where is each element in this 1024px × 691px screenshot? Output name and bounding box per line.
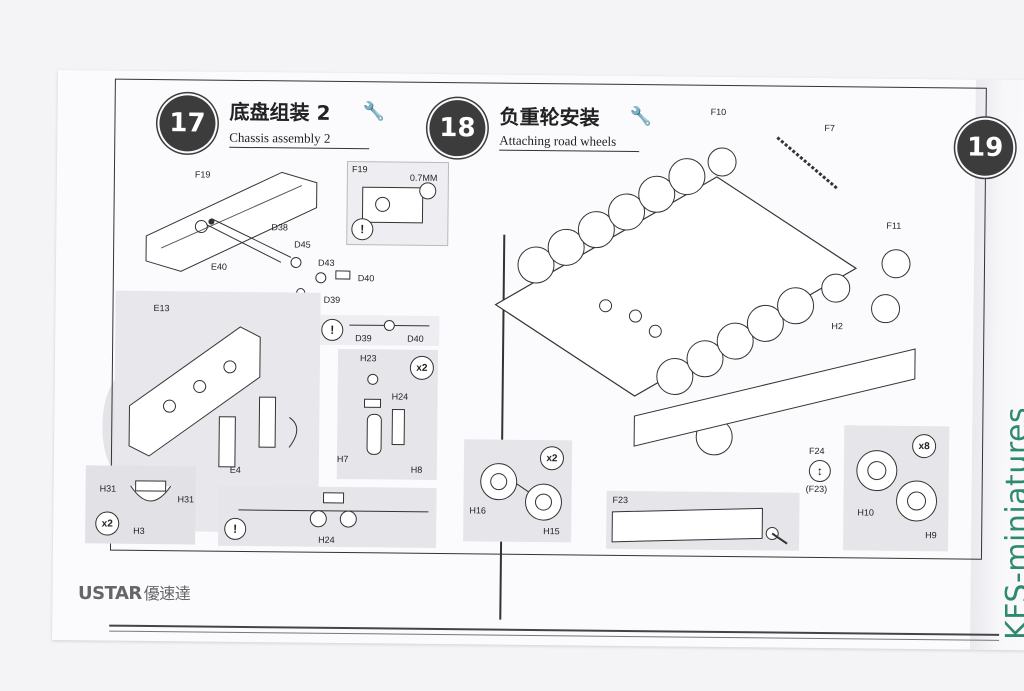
part-label-d38: D38 [271, 222, 288, 233]
part-label-h15: H15 [543, 526, 560, 537]
part-label-d45: D45 [294, 239, 311, 250]
chassis-plate-drawing [145, 171, 318, 272]
f23-panel: F23 [606, 490, 800, 551]
brand-logo-zh: 優速達 [143, 584, 191, 603]
d39-d40-drawing [349, 319, 430, 331]
part-label-f24: F24 [809, 445, 825, 457]
h24-drawing [238, 492, 429, 528]
h16-h15-drawing [480, 463, 563, 521]
h7-h8-drawing [363, 373, 405, 455]
d39-d40-detail-panel: ! D39 D40 [317, 314, 440, 347]
step-17-title-zh: 底盘组装 2 [229, 99, 331, 125]
h3-drawing [130, 480, 172, 502]
step-17-badge: 17 [159, 95, 216, 152]
up-down-arrow-icon: ↕ [808, 459, 831, 483]
h3-panel: H31 H31 H3 x2 [85, 465, 196, 545]
part-label-e4: E4 [229, 464, 241, 475]
part-label-h31: H31 [99, 483, 117, 494]
wrench-icon: 🔧 [362, 101, 386, 122]
footer-rule [109, 624, 1000, 636]
h10-h9-panel: x8 H10 H9 [843, 425, 950, 552]
part-label-f19: F19 [194, 169, 211, 180]
warning-icon: ! [351, 218, 374, 241]
part-label-f7: F7 [824, 123, 836, 134]
part-label-f23-paren: (F23) [805, 483, 828, 495]
f19-detail-drawing [361, 182, 437, 224]
kfs-watermark: KFS-miniatures [1000, 406, 1024, 640]
h24-panel: ! H24 [218, 485, 437, 548]
detail-label-thickness: 0.7MM [409, 172, 438, 183]
part-label-f23: F23 [612, 494, 629, 505]
part-label-e13: E13 [153, 303, 170, 314]
warning-icon: ! [321, 318, 344, 342]
part-label-h8: H8 [410, 464, 423, 475]
hull-road-wheels-drawing [494, 136, 916, 456]
detail-label-f19: F19 [351, 164, 368, 175]
step-19-badge: 19 [956, 119, 1014, 177]
part-label-f10: F10 [710, 106, 727, 117]
part-label-h7: H7 [336, 453, 349, 465]
part-label-h31b: H31 [177, 494, 195, 505]
h7-h8-panel: H23 x2 H24 H7 H8 [336, 348, 439, 480]
brand-logo-text: USTAR [78, 583, 142, 604]
step-17-title-en: Chassis assembly 2 [229, 129, 331, 146]
part-label-f11: F11 [886, 220, 902, 231]
side-plate-drawing [128, 326, 298, 468]
instruction-sheet: 01 17 底盘组装 2 🔧 Chassis assembly 2 F19 D3… [52, 70, 1024, 651]
f19-detail-panel: F19 0.7MM ! [346, 161, 450, 247]
part-label-h24b: H24 [318, 534, 335, 545]
h16-h15-panel: x2 H16 H15 [463, 439, 573, 543]
part-label-e40: E40 [210, 261, 228, 272]
f23-drawing [611, 507, 788, 545]
part-label-h9: H9 [925, 530, 937, 541]
h10-h9-drawing [856, 450, 938, 522]
detail-label-d40: D40 [407, 333, 424, 344]
multiplier-badge: x2 [95, 511, 120, 536]
part-label-h2: H2 [831, 321, 843, 332]
detail-label-d39: D39 [355, 333, 372, 344]
part-label-h23: H23 [359, 353, 377, 364]
part-label-h3: H3 [133, 525, 145, 536]
